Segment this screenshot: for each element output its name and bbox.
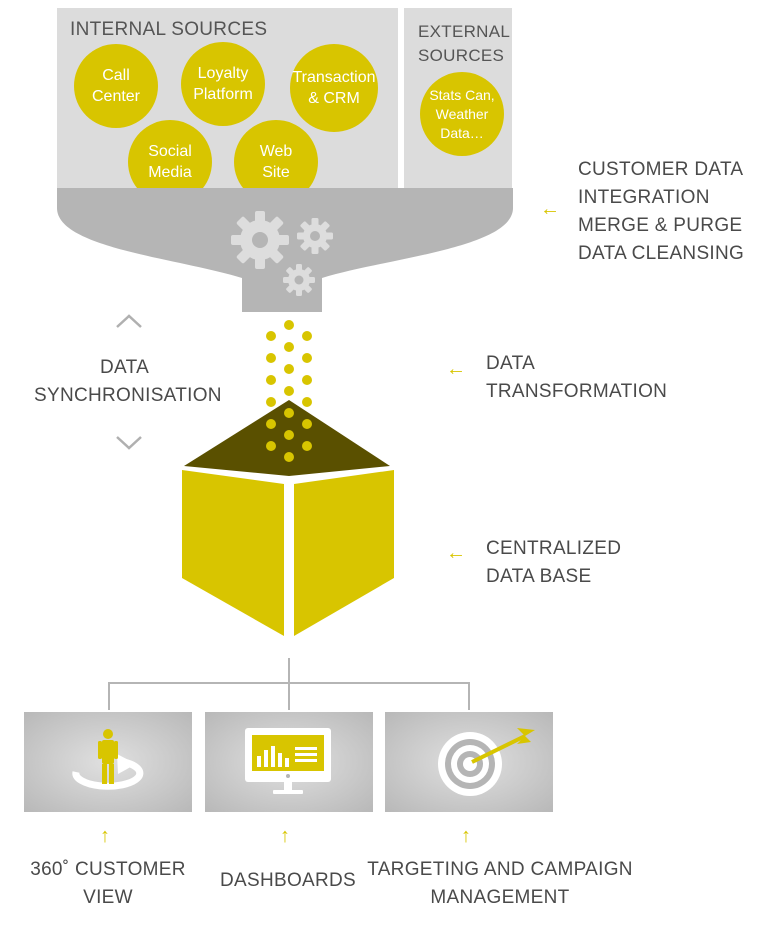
left-arrow-icon: ← [446,358,466,380]
data-dot [266,353,276,363]
data-dot [284,364,294,374]
data-dot [266,419,276,429]
monitor-chart-icon [245,728,331,794]
data-dot [302,441,312,451]
left-arrow-icon: ← [446,542,466,564]
data-dot [266,375,276,385]
left-arrow-icon: ← [540,198,560,220]
customer-view-label: 360˚ CUSTOMER VIEW [30,859,186,908]
dashboards-tile [205,712,373,812]
data-dot [302,375,312,385]
data-synchronisation-label: DATA SYNCHRONISATION [34,357,222,406]
data-dot [302,331,312,341]
data-dot [284,386,294,396]
connector-line [288,658,290,682]
dashboards-label: DASHBOARDS [219,870,357,891]
source-stats-can-weather: Stats Can, Weather Data… [420,72,504,156]
external-sources-title: EXTERNAL SOURCES [418,22,511,65]
gears-icon [231,211,333,296]
data-dot [284,320,294,330]
data-dot [284,342,294,352]
internal-sources-title: INTERNAL SOURCES [70,19,268,40]
target-arrow-icon [438,728,535,796]
data-dot [284,430,294,440]
customer-view-tile [24,712,192,812]
source-transaction-crm: Transaction & CRM [290,44,378,132]
connector-line [108,682,110,710]
data-transformation-label: DATA TRANSFORMATION [486,353,668,402]
data-dot [302,353,312,363]
source-loyalty-platform: Loyalty Platform [181,42,265,126]
connector-line [288,682,290,710]
person-rotate-icon [72,729,144,790]
data-dot [266,441,276,451]
data-dot [266,397,276,407]
up-arrow-icon: ↑ [100,825,110,847]
centralized-database-label: CENTRALIZED DATA BASE [486,538,622,587]
source-call-center: Call Center [74,44,158,128]
integration-label: CUSTOMER DATA INTEGRATION MERGE & PURGE … [578,159,745,264]
targeting-label: TARGETING AND CAMPAIGN MANAGEMENT [367,859,633,908]
funnel [57,188,513,312]
data-dot [284,452,294,462]
data-dot [302,419,312,429]
up-arrow-icon: ↑ [280,825,290,847]
targeting-tile [385,712,553,812]
data-dot [302,397,312,407]
connector-line [468,682,470,710]
data-dot [284,408,294,418]
data-dot [266,331,276,341]
up-arrow-icon: ↑ [461,825,471,847]
chevron-down-icon [116,436,142,450]
chevron-up-icon [116,314,142,328]
